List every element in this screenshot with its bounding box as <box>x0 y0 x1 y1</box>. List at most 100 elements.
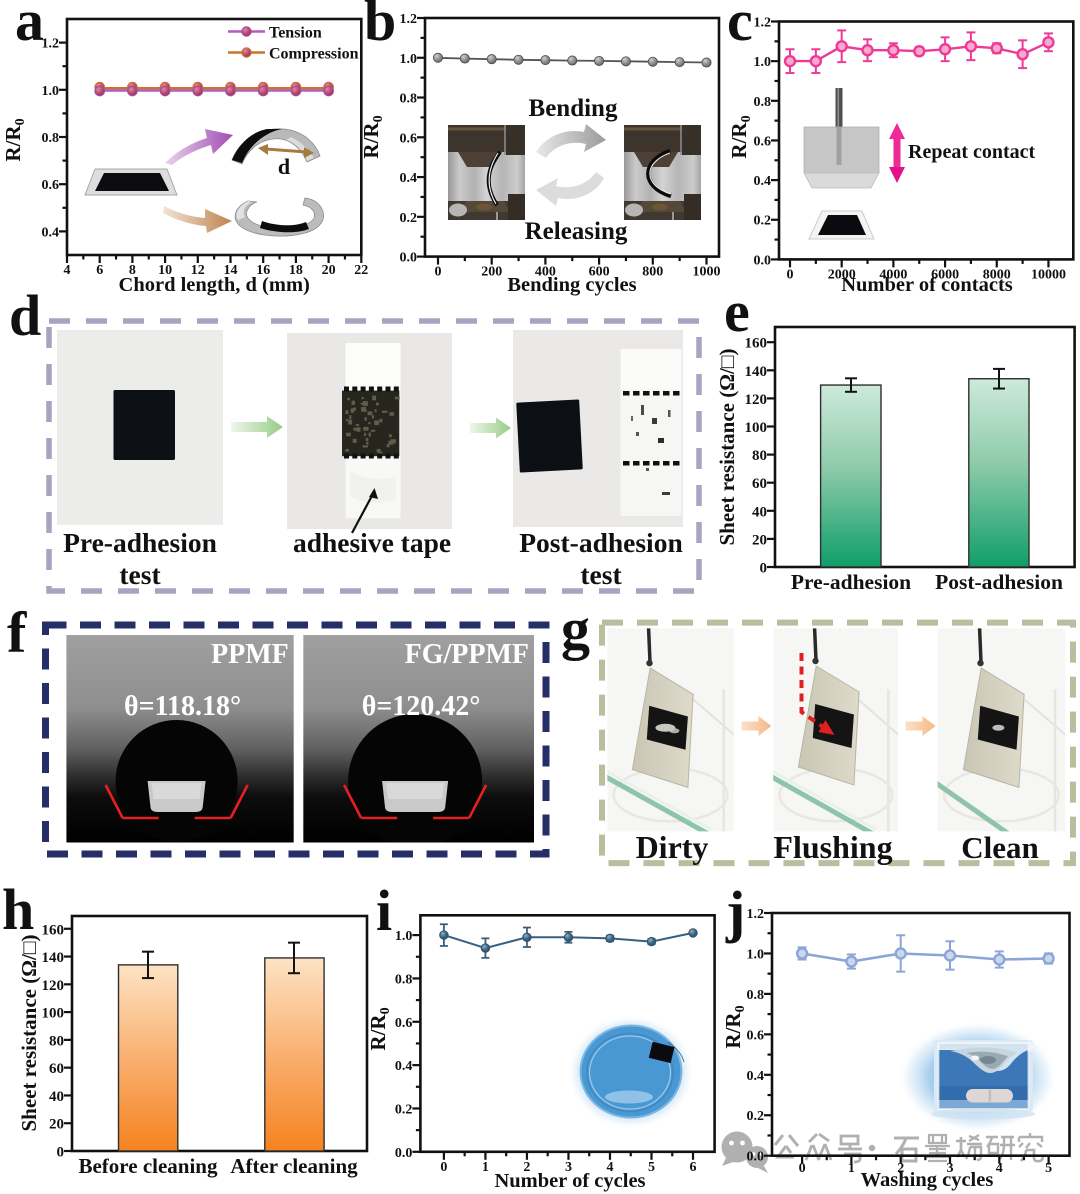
svg-text:1.0: 1.0 <box>400 52 418 67</box>
svg-text:0.4: 0.4 <box>747 1069 765 1084</box>
svg-text:f: f <box>7 600 27 665</box>
svg-text:0.0: 0.0 <box>747 1150 765 1165</box>
svg-text:100: 100 <box>42 1006 65 1022</box>
svg-text:22: 22 <box>354 263 368 278</box>
svg-text:1: 1 <box>482 1160 489 1175</box>
svg-text:Number of cycles: Number of cycles <box>494 1170 645 1192</box>
svg-text:0.8: 0.8 <box>395 972 413 987</box>
svg-text:1: 1 <box>848 1161 855 1176</box>
svg-text:0.6: 0.6 <box>42 178 60 193</box>
svg-text:Bending cycles: Bending cycles <box>507 274 636 296</box>
svg-text:0.6: 0.6 <box>395 1016 413 1031</box>
svg-text:R/R0: R/R0 <box>359 115 386 158</box>
svg-text:R/R0: R/R0 <box>727 115 754 158</box>
svg-text:20: 20 <box>49 1117 64 1133</box>
svg-text:Dirty: Dirty <box>636 829 709 865</box>
svg-text:0.8: 0.8 <box>400 92 418 107</box>
svg-text:120: 120 <box>745 392 768 408</box>
svg-text:Post-adhesion: Post-adhesion <box>935 570 1063 594</box>
svg-text:6: 6 <box>690 1160 697 1175</box>
svg-text:b: b <box>364 0 396 53</box>
svg-text:0.2: 0.2 <box>754 214 772 229</box>
svg-text:e: e <box>724 279 750 344</box>
svg-text:0.0: 0.0 <box>400 251 418 266</box>
svg-text:Number of contacts: Number of contacts <box>841 274 1013 296</box>
svg-text:Pre-adhesion: Pre-adhesion <box>791 570 911 594</box>
svg-text:0.6: 0.6 <box>400 131 418 146</box>
svg-text:i: i <box>376 878 392 943</box>
svg-text:160: 160 <box>745 336 768 352</box>
svg-text:Sheet resistance (Ω/□): Sheet resistance (Ω/□) <box>17 934 41 1131</box>
svg-text:0.6: 0.6 <box>747 1028 765 1043</box>
svg-text:4: 4 <box>607 1160 614 1175</box>
svg-text:400: 400 <box>535 265 556 280</box>
svg-text:0: 0 <box>787 267 794 282</box>
svg-text:4: 4 <box>996 1161 1003 1176</box>
svg-text:0: 0 <box>440 1160 447 1175</box>
svg-text:60: 60 <box>49 1061 64 1077</box>
svg-text:1.0: 1.0 <box>395 929 413 944</box>
svg-text:2: 2 <box>523 1160 530 1175</box>
svg-text:80: 80 <box>752 448 767 464</box>
svg-text:Washing cycles: Washing cycles <box>861 1169 994 1191</box>
svg-text:Chord length, d (mm): Chord length, d (mm) <box>119 274 310 296</box>
svg-text:Pre-adhesion: Pre-adhesion <box>63 527 217 558</box>
svg-text:0.8: 0.8 <box>754 95 772 110</box>
svg-text:12: 12 <box>191 263 205 278</box>
svg-text:0: 0 <box>760 561 768 577</box>
svg-text:10000: 10000 <box>1031 267 1066 282</box>
svg-text:θ=118.18°: θ=118.18° <box>124 691 241 722</box>
svg-text:a: a <box>15 0 44 53</box>
svg-text:test: test <box>119 559 161 590</box>
svg-text:0: 0 <box>435 265 442 280</box>
svg-text:1.2: 1.2 <box>754 16 772 31</box>
svg-text:2000: 2000 <box>828 267 856 282</box>
svg-text:160: 160 <box>42 922 65 938</box>
svg-text:120: 120 <box>42 978 65 994</box>
svg-text:Releasing: Releasing <box>525 218 628 245</box>
svg-text:0.2: 0.2 <box>395 1103 413 1118</box>
svg-text:1.2: 1.2 <box>42 37 60 52</box>
svg-text:4000: 4000 <box>879 267 907 282</box>
svg-text:test: test <box>580 559 622 590</box>
svg-text:1.0: 1.0 <box>754 55 772 70</box>
svg-text:14: 14 <box>224 263 238 278</box>
svg-text:j: j <box>725 879 745 944</box>
svg-text:d: d <box>9 283 41 348</box>
svg-text:20: 20 <box>752 532 767 548</box>
svg-text:0.0: 0.0 <box>754 253 772 268</box>
svg-text:5: 5 <box>648 1160 655 1175</box>
svg-text:4: 4 <box>64 263 71 278</box>
svg-text:Tension: Tension <box>269 25 322 42</box>
svg-text:0.8: 0.8 <box>747 988 765 1003</box>
svg-text:140: 140 <box>42 950 65 966</box>
svg-text:FG/PPMF: FG/PPMF <box>405 639 529 670</box>
svg-text:θ=120.42°: θ=120.42° <box>362 691 481 722</box>
svg-text:Clean: Clean <box>961 830 1039 865</box>
svg-text:R/R0: R/R0 <box>366 1007 393 1050</box>
svg-text:1.2: 1.2 <box>400 12 418 27</box>
svg-text:0: 0 <box>57 1145 65 1161</box>
svg-text:3: 3 <box>565 1160 572 1175</box>
svg-text:600: 600 <box>589 265 610 280</box>
svg-text:0.4: 0.4 <box>400 171 418 186</box>
svg-text:18: 18 <box>289 263 303 278</box>
svg-text:8000: 8000 <box>983 267 1011 282</box>
svg-text:800: 800 <box>642 265 663 280</box>
svg-text:0.2: 0.2 <box>400 211 418 226</box>
svg-text:16: 16 <box>256 263 270 278</box>
svg-text:40: 40 <box>49 1089 64 1105</box>
svg-text:Bending: Bending <box>529 95 618 122</box>
svg-text:0: 0 <box>799 1161 806 1176</box>
svg-text:After cleaning: After cleaning <box>230 1154 358 1178</box>
svg-text:8: 8 <box>129 263 136 278</box>
svg-text:R/R0: R/R0 <box>721 1005 748 1048</box>
svg-text:0.8: 0.8 <box>42 131 60 146</box>
svg-text:5: 5 <box>1045 1161 1052 1176</box>
svg-text:40: 40 <box>752 504 767 520</box>
svg-text:c: c <box>727 0 753 53</box>
svg-text:80: 80 <box>49 1033 64 1049</box>
svg-text:3: 3 <box>947 1161 954 1176</box>
svg-text:Repeat contact: Repeat contact <box>908 141 1036 163</box>
svg-text:0.4: 0.4 <box>754 174 772 189</box>
